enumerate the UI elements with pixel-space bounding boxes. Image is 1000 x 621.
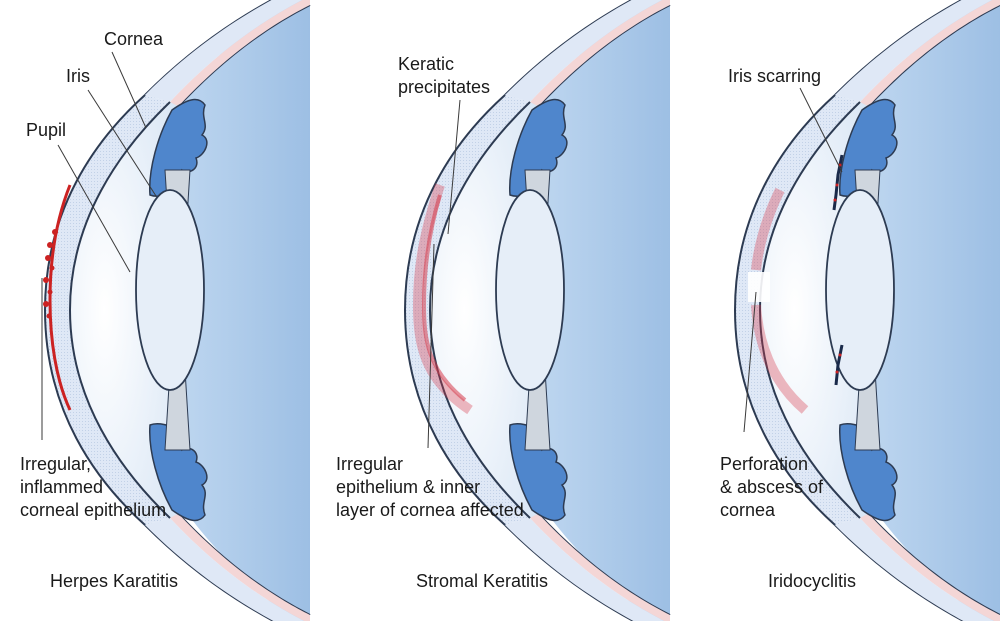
panel-stromal-keratitis: Keratic precipitates Irregular epitheliu… bbox=[336, 0, 671, 621]
label-p1-line3: corneal epithelium bbox=[20, 500, 166, 520]
label-p2-top1: Keratic bbox=[398, 54, 454, 74]
caption-iridocyclitis: Iridocyclitis bbox=[768, 571, 856, 591]
panel-herpes-keratitis: Cornea Iris Pupil Irregular, inflammed c… bbox=[20, 0, 311, 621]
corneal-abscess-upper bbox=[751, 187, 785, 271]
label-iris: Iris bbox=[66, 66, 90, 86]
panel-iridocyclitis: Iris scarring Perforation & abscess of c… bbox=[720, 0, 1000, 621]
label-p2-line3: layer of cornea affected bbox=[336, 500, 524, 520]
stromal-inflammation bbox=[412, 183, 473, 415]
label-p2-line1: Irregular bbox=[336, 454, 403, 474]
perforation bbox=[748, 272, 770, 302]
label-p2-top2: precipitates bbox=[398, 77, 490, 97]
label-p1-line2: inflammed bbox=[20, 477, 103, 497]
label-p1-line1: Irregular, bbox=[20, 454, 91, 474]
label-iris-scarring: Iris scarring bbox=[728, 66, 821, 86]
caption-herpes-keratitis: Herpes Karatitis bbox=[50, 571, 178, 591]
caption-stromal-keratitis: Stromal Keratitis bbox=[416, 571, 548, 591]
label-p3-line2: & abscess of bbox=[720, 477, 824, 497]
label-p3-line1: Perforation bbox=[720, 454, 808, 474]
label-pupil: Pupil bbox=[26, 120, 66, 140]
label-p2-line2: epithelium & inner bbox=[336, 477, 480, 497]
inflammation-dots bbox=[43, 229, 58, 319]
label-p3-line3: cornea bbox=[720, 500, 776, 520]
inflamed-epithelium bbox=[48, 184, 72, 411]
label-cornea: Cornea bbox=[104, 29, 164, 49]
corneal-abscess-lower bbox=[751, 304, 809, 414]
